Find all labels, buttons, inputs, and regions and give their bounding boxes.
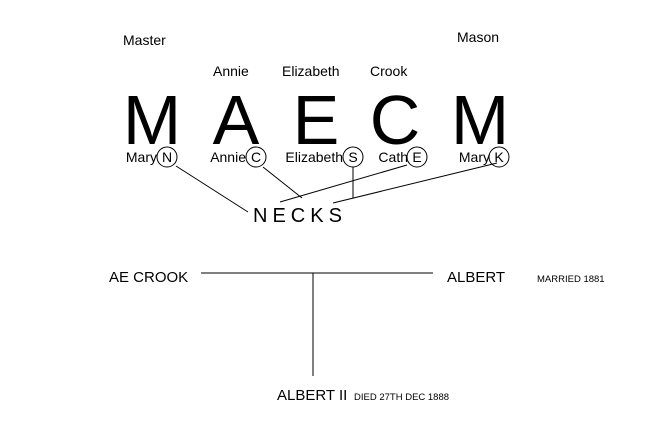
letter-k: K xyxy=(494,149,504,165)
initial-e: E xyxy=(293,81,340,159)
circle-n xyxy=(156,146,178,168)
child-note: DIED 27TH DEC 1888 xyxy=(354,392,449,403)
parent-right: ALBERT xyxy=(447,269,505,286)
parent-left: AE CROOK xyxy=(109,269,188,286)
marriage-note: MARRIED 1881 xyxy=(537,274,605,285)
initial-m1: M xyxy=(123,81,181,159)
necks-word: NECKS xyxy=(253,205,347,227)
label-annie: Annie xyxy=(213,63,249,79)
child-name: ALBERT II xyxy=(277,387,347,404)
letter-c: C xyxy=(251,149,261,165)
name-mary-1: Mary xyxy=(126,149,157,165)
name-cath: Cath xyxy=(378,149,408,165)
label-crook: Crook xyxy=(370,63,408,79)
letter-s: S xyxy=(348,149,357,165)
connector-k xyxy=(332,162,498,204)
label-elizabeth: Elizabeth xyxy=(282,63,340,79)
connector-e xyxy=(279,164,408,203)
initial-a: A xyxy=(213,81,260,159)
name-mary-2: Mary xyxy=(459,149,490,165)
circle-e xyxy=(406,146,428,168)
connector-c xyxy=(262,166,303,199)
connector-n xyxy=(175,165,249,213)
label-mason: Mason xyxy=(457,29,499,45)
letter-n: N xyxy=(162,149,172,165)
letter-e: E xyxy=(412,149,421,165)
initial-c: C xyxy=(370,81,421,159)
circle-k xyxy=(488,146,510,168)
name-annie: Annie xyxy=(210,149,246,165)
label-master: Master xyxy=(123,32,166,48)
circle-c xyxy=(245,146,267,168)
name-elizabeth: Elizabeth xyxy=(285,149,343,165)
initial-m2: M xyxy=(451,81,509,159)
